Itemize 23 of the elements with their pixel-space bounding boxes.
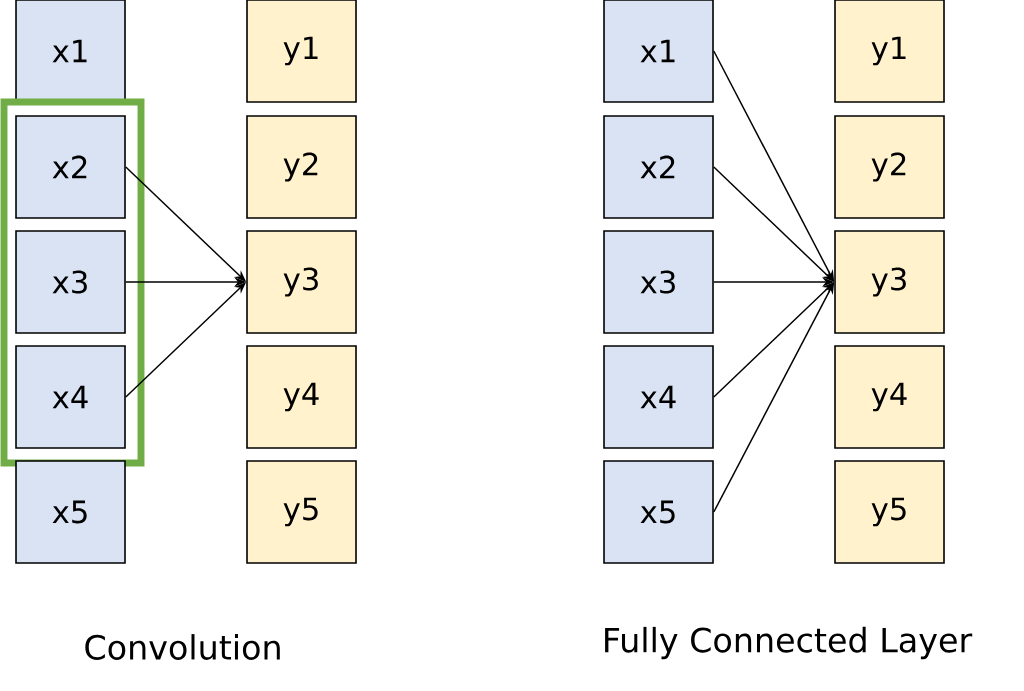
output-box: y4 <box>834 345 945 449</box>
input-box: x1 <box>15 0 126 103</box>
input-box: x4 <box>15 345 126 449</box>
output-box: y5 <box>834 460 945 564</box>
output-box: y3 <box>246 230 357 334</box>
input-box: x3 <box>603 230 714 334</box>
output-box: y5 <box>246 460 357 564</box>
input-box: x4 <box>603 345 714 449</box>
input-box: x3 <box>15 230 126 334</box>
input-box: x2 <box>15 115 126 219</box>
input-box: x5 <box>603 460 714 564</box>
output-box: y2 <box>834 115 945 219</box>
highlight-frame <box>0 98 145 467</box>
panel-caption: Fully Connected Layer <box>605 626 973 660</box>
output-box: y4 <box>246 345 357 449</box>
input-box: x2 <box>603 115 714 219</box>
output-box: y1 <box>246 0 357 103</box>
input-box: x1 <box>603 0 714 103</box>
output-box: y1 <box>834 0 945 103</box>
input-box: x5 <box>15 460 126 564</box>
output-box: y2 <box>246 115 357 219</box>
output-box: y3 <box>834 230 945 334</box>
panel-caption: Convolution <box>85 634 280 660</box>
